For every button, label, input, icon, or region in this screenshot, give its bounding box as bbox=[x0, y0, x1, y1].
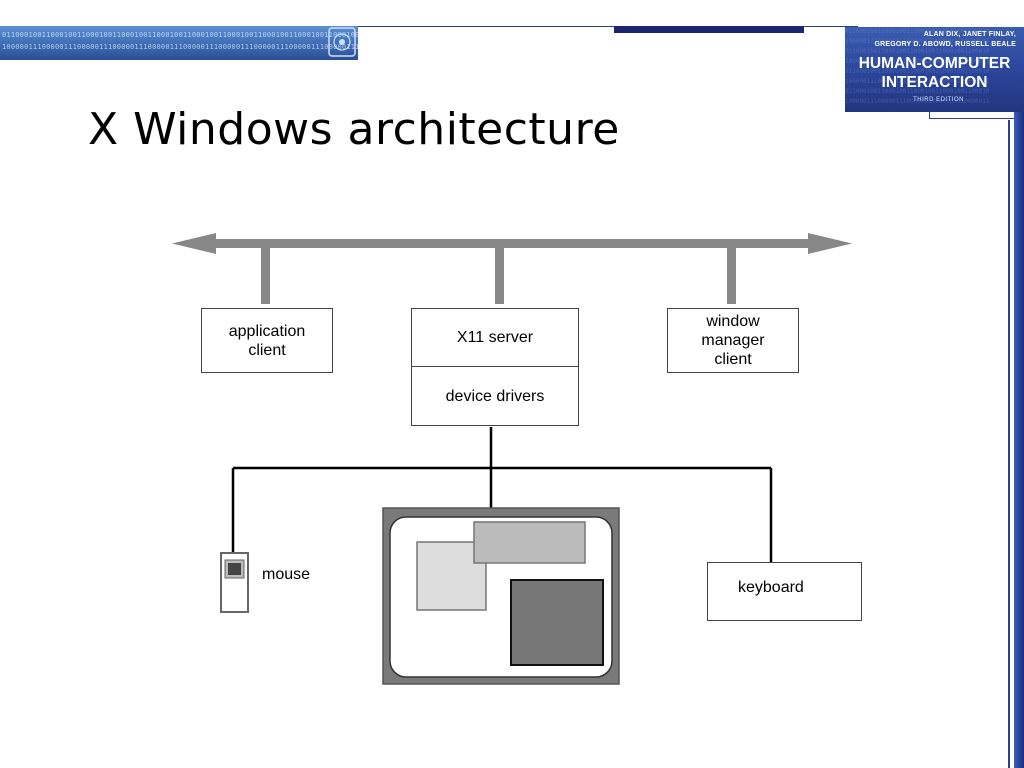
mouse-icon bbox=[220, 552, 249, 613]
binary-pattern: 0110001001100010011000100110001001100010… bbox=[2, 31, 358, 51]
screen-window-dark bbox=[510, 579, 604, 666]
bus-drop-window-manager bbox=[727, 247, 736, 304]
cover-authors: ALAN DIX, JANET FINLAY, GREGORY D. ABOWD… bbox=[874, 31, 1016, 48]
device-wiring bbox=[231, 427, 773, 562]
bus-drop-server bbox=[495, 247, 504, 304]
device-drivers-label: device drivers bbox=[445, 387, 545, 405]
cover-edition: THIRD EDITION bbox=[913, 97, 964, 103]
right-edge-stripe bbox=[1014, 112, 1024, 768]
keyboard-label: keyboard bbox=[738, 579, 804, 596]
globe-emblem-icon bbox=[328, 27, 356, 57]
right-edge-line bbox=[1008, 120, 1010, 768]
bus-drop-application bbox=[261, 247, 270, 304]
screen-window-mid bbox=[473, 521, 586, 564]
x11-server-label: X11 server bbox=[456, 329, 534, 346]
application-client-label: application client bbox=[228, 322, 306, 359]
top-accent-bar bbox=[614, 26, 804, 33]
application-client-box: application client bbox=[201, 308, 333, 373]
cover-binary-pattern: 0110001001100010011000100110001001100010… bbox=[845, 28, 990, 105]
window-manager-client-box: window manager client bbox=[667, 308, 799, 373]
window-manager-client-label: window manager client bbox=[701, 313, 765, 368]
screen-display bbox=[382, 507, 620, 685]
binary-banner: 0110001001100010011000100110001001100010… bbox=[0, 26, 358, 60]
device-drivers-box: device drivers bbox=[411, 366, 579, 426]
top-rule bbox=[358, 26, 858, 27]
mouse-label: mouse bbox=[262, 566, 311, 583]
book-cover-logo: 0110001001100010011000100110001001100010… bbox=[845, 27, 1024, 112]
x11-server-box: X11 server bbox=[411, 308, 579, 367]
keyboard-box: keyboard bbox=[707, 562, 862, 621]
network-bus-arrow bbox=[172, 233, 852, 254]
slide-title: X Windows architecture bbox=[88, 104, 620, 155]
cover-title: HUMAN-COMPUTER INTERACTION bbox=[858, 55, 1011, 91]
